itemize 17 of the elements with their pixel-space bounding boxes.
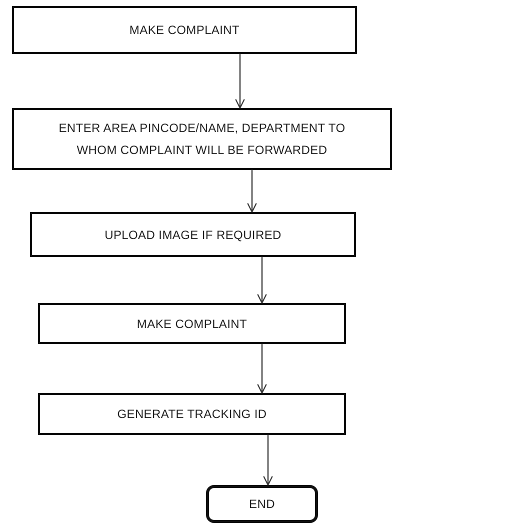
- arrow: [256, 257, 268, 304]
- box-label: END: [249, 496, 275, 513]
- process-box: [38, 303, 346, 344]
- box-label: GENERATE TRACKING ID: [117, 406, 267, 423]
- arrow: [246, 170, 258, 213]
- process-box: [38, 393, 346, 435]
- arrow: [234, 54, 246, 109]
- arrow: [262, 435, 274, 486]
- process-box: [12, 108, 392, 170]
- process-box: [12, 6, 357, 54]
- arrow: [256, 344, 268, 394]
- process-box: [30, 212, 356, 257]
- box-label: MAKE COMPLAINT: [129, 22, 240, 39]
- box-label: UPLOAD IMAGE IF REQUIRED: [104, 226, 282, 244]
- terminal-box: [206, 485, 318, 523]
- box-label: ENTER AREA PINCODE/NAME, DEPARTMENT TO WHOM COMPLAINT WILL BE FORWARDED: [58, 120, 346, 159]
- box-label: MAKE COMPLAINT: [136, 316, 248, 332]
